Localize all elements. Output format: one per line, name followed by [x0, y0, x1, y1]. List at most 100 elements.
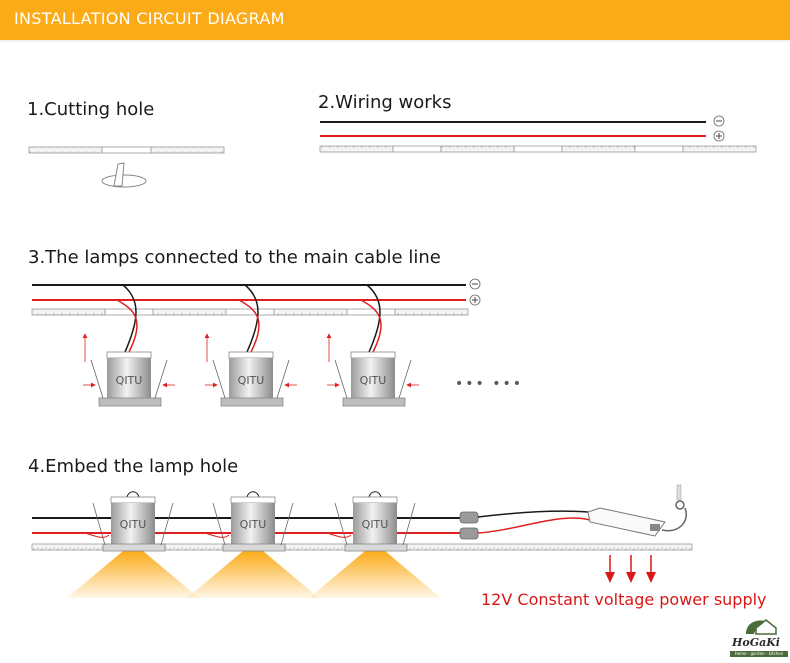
lamp-negative-wire [366, 284, 381, 353]
spring-clip [212, 359, 226, 399]
leaf-house-icon [746, 619, 777, 635]
ceiling-segment [346, 308, 396, 316]
lamp: QITU [326, 491, 416, 552]
hole-cutter-icon [101, 162, 147, 188]
mains-plug-icon [675, 500, 685, 510]
lamp-flange [102, 543, 166, 552]
light-beam [67, 551, 199, 598]
lamp-positive-tap [204, 532, 230, 538]
lamp-body [229, 358, 273, 398]
lamp-negative-wire [122, 284, 137, 353]
negative-terminal-icon [713, 115, 725, 127]
lamp-wire-loop [368, 491, 382, 498]
lamp: QITU [204, 284, 297, 407]
lamp-base [98, 397, 162, 407]
lamp-flange [222, 543, 286, 552]
lamp-base [220, 397, 284, 407]
step-1-ceiling-board [28, 146, 225, 154]
spring-clip [334, 502, 348, 546]
lamp-positive-tap [326, 532, 352, 538]
step-2-wires [320, 121, 706, 137]
spring-clip [212, 502, 226, 546]
light-beams [67, 551, 441, 598]
step-4-lamps: QITU QITU QITU [84, 491, 416, 552]
lamp-label: QITU [240, 518, 267, 531]
lamp-label: QITU [362, 518, 389, 531]
driver-positive-wire [477, 517, 591, 534]
ceiling-segment [104, 308, 154, 316]
negative-terminal-icon [469, 278, 481, 290]
ceiling-segment [513, 145, 563, 153]
lamp-negative-wire [244, 284, 259, 353]
lamp-base [342, 397, 406, 407]
step-3-wires [32, 284, 466, 301]
spring-clip [402, 502, 416, 546]
lamp-top [350, 351, 396, 359]
ceiling-segment [394, 308, 469, 316]
lamp: QITU [82, 284, 175, 407]
step-4-title: 4.Embed the lamp hole [28, 456, 239, 477]
step-3-ceiling-board [31, 308, 469, 316]
header-divider [0, 40, 790, 42]
step-1-title: 1.Cutting hole [27, 99, 155, 120]
driver-negative-wire [477, 510, 589, 518]
positive-terminal-icon [713, 130, 725, 142]
logo-tagline: Home - garden - kitchen [730, 651, 788, 657]
power-supply-caption: 12V Constant voltage power supply [481, 590, 767, 609]
lamp-body [107, 358, 151, 398]
ceiling-segment [31, 308, 106, 316]
lamp-body [353, 503, 397, 545]
header-bar: INSTALLATION CIRCUIT DIAGRAM [0, 0, 790, 40]
down-arrows [605, 555, 656, 583]
step-3-title: 3.The lamps connected to the main cable … [28, 247, 441, 268]
ceiling-segment [225, 308, 275, 316]
lamp-label: QITU [120, 518, 147, 531]
spring-clip [334, 359, 348, 399]
step-2-ceiling-board [319, 145, 757, 153]
lamp-positive-tap [84, 532, 110, 538]
lamp-positive-wire [238, 299, 260, 353]
lamp: QITU [204, 491, 294, 552]
spring-clip [280, 502, 294, 546]
lamp-top [106, 351, 152, 359]
lamp-top [230, 496, 276, 504]
lamp-top [352, 496, 398, 504]
ceiling-segment [319, 145, 394, 153]
ceiling-segment [634, 145, 684, 153]
lamp-positive-wire [360, 299, 382, 353]
lamp-flange [344, 543, 408, 552]
lamp-wire-loop [126, 491, 140, 498]
light-beam [309, 551, 441, 598]
spring-clip [160, 502, 174, 546]
step-3-lamps: QITU QITU QITU [82, 284, 419, 407]
spring-clip [398, 359, 412, 399]
lamp-body [231, 503, 275, 545]
ceiling-segment [152, 308, 227, 316]
lamp-body [351, 358, 395, 398]
lamp-wire-loop [246, 491, 260, 498]
ceiling-segment [561, 145, 636, 153]
lamp-top [228, 351, 274, 359]
lamp: QITU [326, 284, 419, 407]
lamp-label: QITU [238, 374, 265, 387]
lamp-label: QITU [116, 374, 143, 387]
step-2-title: 2.Wiring works [318, 92, 452, 113]
spring-clip [154, 359, 168, 399]
lamp-positive-wire [116, 299, 138, 353]
page-title: INSTALLATION CIRCUIT DIAGRAM [14, 9, 285, 28]
mains-cable [661, 507, 687, 532]
ceiling-segment [682, 145, 757, 153]
spring-clip [276, 359, 290, 399]
lamp-top [110, 496, 156, 504]
ceiling-segment [392, 145, 442, 153]
spring-clip [92, 502, 106, 546]
ceiling-segment [273, 308, 348, 316]
wire-connectors [459, 511, 479, 540]
light-beam [187, 551, 319, 598]
logo-name: HoGaKi [732, 636, 780, 649]
mains-plug-icon [676, 484, 682, 501]
power-supply-driver [587, 507, 666, 537]
lamp: QITU [84, 491, 174, 552]
lamp-label: QITU [360, 374, 387, 387]
